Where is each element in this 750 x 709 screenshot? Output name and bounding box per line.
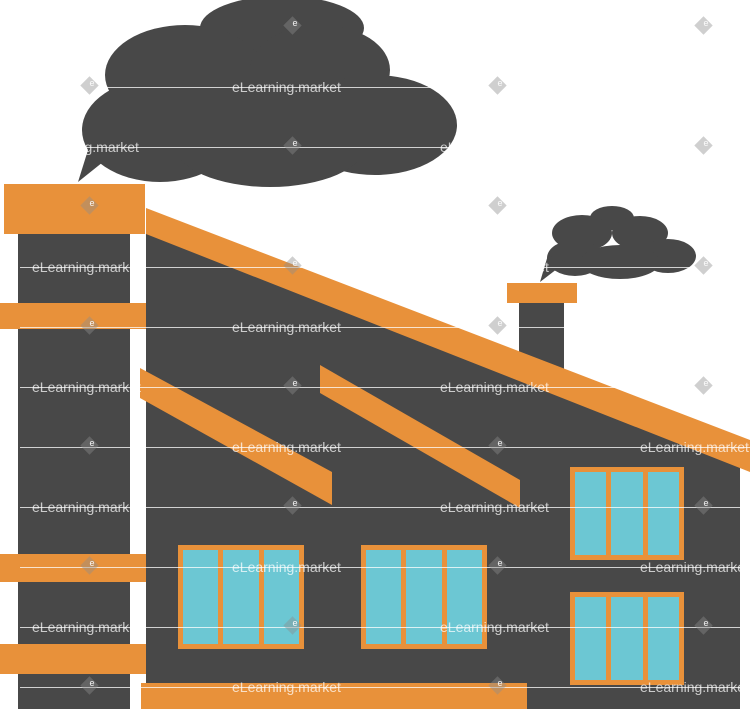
chimney-left [0, 184, 146, 709]
ground-beam [141, 683, 527, 709]
window-4 [570, 592, 684, 685]
smoke-cloud-small [540, 206, 696, 282]
window-3 [570, 467, 684, 560]
window-2 [361, 545, 487, 649]
skylights [140, 365, 520, 508]
smoke-cloud-large [78, 0, 457, 187]
roof-edge [146, 208, 750, 472]
window-1 [178, 545, 304, 649]
